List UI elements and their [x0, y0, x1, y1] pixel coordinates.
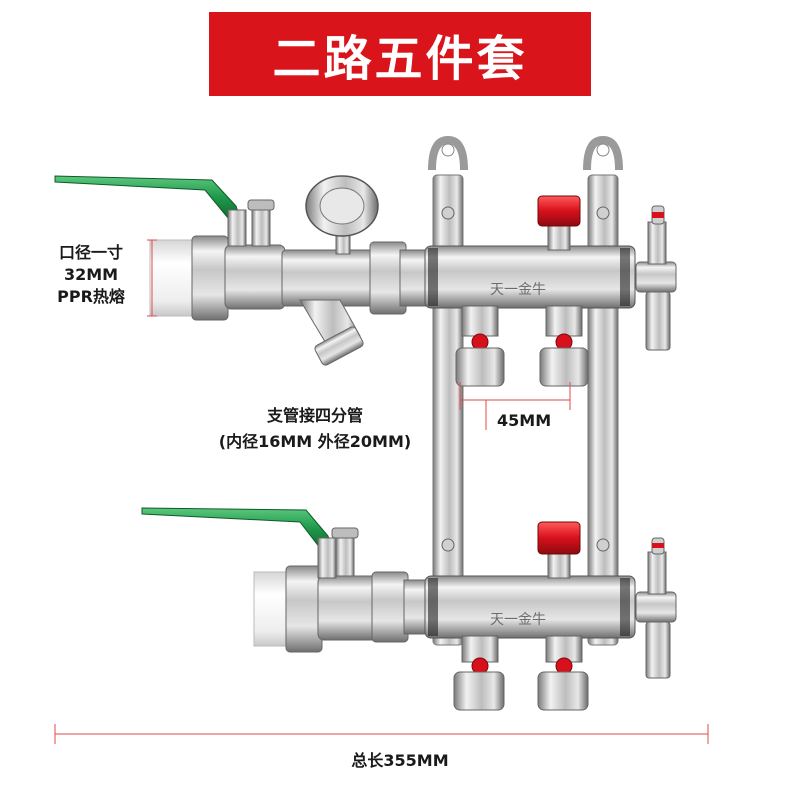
inlet-label-line1: 口径一寸	[58, 243, 123, 262]
return-manifold: 天一金牛	[141, 507, 677, 711]
branch-outlet-bottom-1	[453, 635, 505, 711]
banner-title: 二路五件套	[272, 31, 528, 87]
branch-label-line2: (内径16MM 外径20MM)	[218, 432, 412, 451]
inlet-label-line3: PPR热熔	[57, 287, 125, 306]
outlet-spacing-label: 45MM	[497, 411, 552, 430]
ball-valve-handle-top[interactable]	[54, 175, 241, 219]
total-length-label: 总长355MM	[351, 751, 449, 770]
bracket-hook-right	[583, 135, 623, 171]
supply-manifold: 天一金牛	[54, 175, 677, 387]
inlet-label-line2: 32MM	[63, 265, 119, 284]
branch-outlet-top-2	[539, 305, 589, 387]
engraving-bottom: 天一金牛	[490, 612, 546, 628]
branch-label-line1: 支管接四分管	[266, 406, 363, 425]
title-banner: 二路五件套	[209, 12, 591, 96]
branch-outlet-bottom-2	[537, 635, 589, 711]
engraving-top: 天一金牛	[490, 282, 546, 298]
bracket-hook-left	[428, 135, 468, 171]
dimension-lines	[54, 239, 709, 744]
branch-connection-label: 支管接四分管 (内径16MM 外径20MM)	[190, 403, 440, 455]
ball-valve-handle-bottom[interactable]	[141, 507, 333, 549]
air-vent-cap-bottom[interactable]	[537, 521, 581, 555]
branch-outlet-top-1	[455, 305, 505, 387]
inlet-size-label: 口径一寸 32MM PPR热熔	[45, 242, 137, 308]
air-vent-cap-top[interactable]	[537, 195, 581, 227]
